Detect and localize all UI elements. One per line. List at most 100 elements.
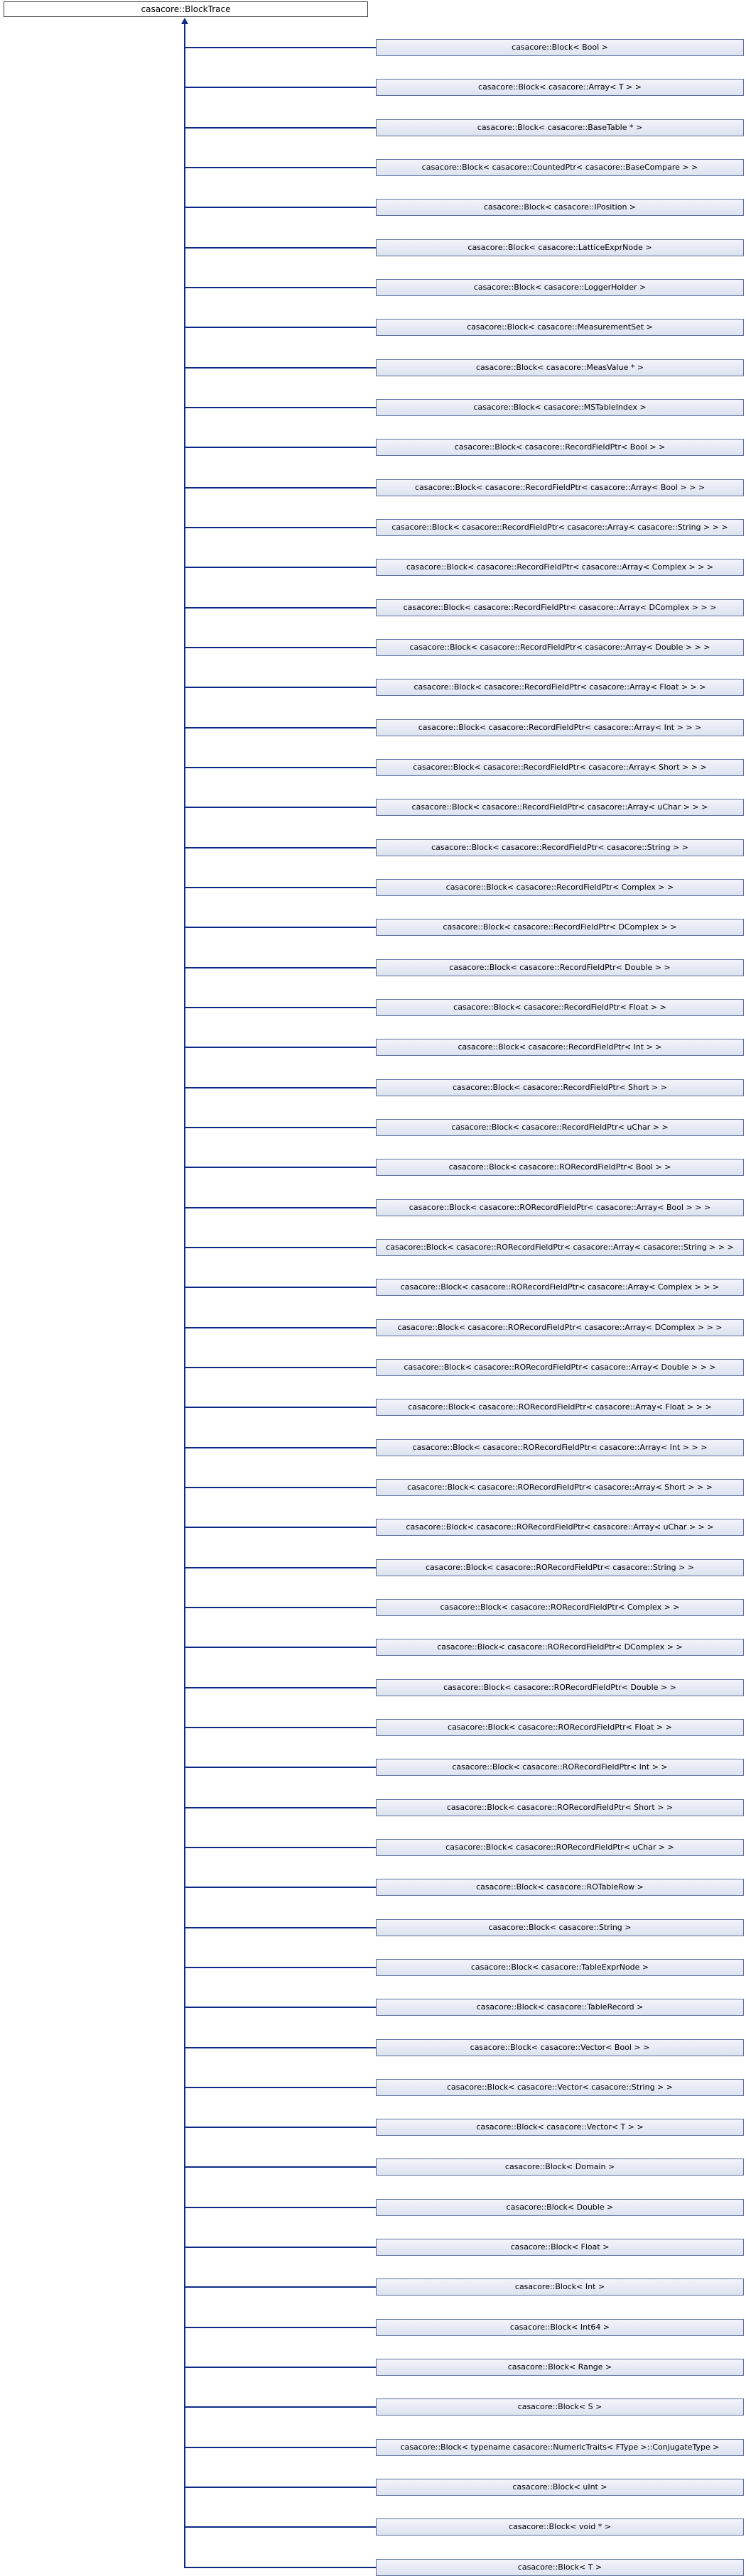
derived-class-node[interactable]: casacore::Block< casacore::RORecordField… <box>376 1239 744 1256</box>
inheritance-branch-line <box>184 2127 376 2128</box>
inheritance-branch-line <box>184 687 376 688</box>
derived-class-node[interactable]: casacore::Block< casacore::String > <box>376 1919 744 1936</box>
derived-class-node[interactable]: casacore::Block< casacore::IPosition > <box>376 199 744 216</box>
inheritance-branch-line <box>184 967 376 968</box>
derived-class-node[interactable]: casacore::Block< casacore::LoggerHolder … <box>376 279 744 296</box>
derived-class-node[interactable]: casacore::Block< casacore::RORecordField… <box>376 1759 744 1776</box>
derived-class-node[interactable]: casacore::Block< casacore::RORecordField… <box>376 1359 744 1376</box>
derived-class-node[interactable]: casacore::Block< casacore::RecordFieldPt… <box>376 719 744 736</box>
derived-class-node[interactable]: casacore::Block< casacore::RecordFieldPt… <box>376 519 744 536</box>
inheritance-branch-line <box>184 1687 376 1688</box>
inheritance-branch-line <box>184 1927 376 1928</box>
derived-class-node[interactable]: casacore::Block< casacore::RORecordField… <box>376 1679 744 1696</box>
derived-class-node[interactable]: casacore::Block< casacore::TableExprNode… <box>376 1959 744 1976</box>
derived-class-node[interactable]: casacore::Block< casacore::RecordFieldPt… <box>376 1039 744 1056</box>
derived-class-node[interactable]: casacore::Block< casacore::RecordFieldPt… <box>376 919 744 936</box>
derived-class-node[interactable]: casacore::Block< casacore::RecordFieldPt… <box>376 1079 744 1096</box>
inheritance-branch-line <box>184 1847 376 1848</box>
derived-class-node[interactable]: casacore::Block< casacore::RecordFieldPt… <box>376 999 744 1016</box>
inheritance-branch-line <box>184 1207 376 1208</box>
inheritance-branch-line <box>184 2367 376 2368</box>
derived-class-node[interactable]: casacore::Block< Domain > <box>376 2159 744 2176</box>
derived-class-node[interactable]: casacore::Block< void * > <box>376 2518 744 2536</box>
inheritance-branch-line <box>184 1767 376 1768</box>
inheritance-branch-line <box>184 1967 376 1968</box>
derived-class-node[interactable]: casacore::Block< casacore::RecordFieldPt… <box>376 439 744 456</box>
derived-class-node[interactable]: casacore::Block< casacore::MeasurementSe… <box>376 319 744 336</box>
derived-class-node[interactable]: casacore::Block< Float > <box>376 2239 744 2256</box>
derived-class-node[interactable]: casacore::Block< casacore::RecordFieldPt… <box>376 679 744 696</box>
inheritance-branch-line <box>184 1407 376 1408</box>
derived-class-node[interactable]: casacore::Block< Double > <box>376 2199 744 2216</box>
derived-class-node[interactable]: casacore::Block< casacore::TableRecord > <box>376 1999 744 2016</box>
derived-class-node[interactable]: casacore::Block< casacore::Vector< T > > <box>376 2119 744 2136</box>
derived-class-node[interactable]: casacore::Block< casacore::Vector< casac… <box>376 2079 744 2096</box>
derived-class-node[interactable]: casacore::Block< casacore::RORecordField… <box>376 1199 744 1216</box>
derived-class-node[interactable]: casacore::Block< casacore::RORecordField… <box>376 1599 744 1616</box>
inheritance-branch-line <box>184 167 376 168</box>
derived-class-node[interactable]: casacore::Block< Bool > <box>376 39 744 56</box>
derived-class-node[interactable]: casacore::Block< Range > <box>376 2359 744 2376</box>
inheritance-branch-line <box>184 1607 376 1608</box>
derived-class-node[interactable]: casacore::Block< casacore::RORecordField… <box>376 1319 744 1336</box>
inheritance-branch-line <box>184 2487 376 2488</box>
inheritance-branch-line <box>184 2047 376 2048</box>
derived-class-node[interactable]: casacore::Block< Int64 > <box>376 2319 744 2336</box>
inheritance-branch-line <box>184 607 376 608</box>
derived-class-node[interactable]: casacore::Block< casacore::RecordFieldPt… <box>376 599 744 616</box>
derived-class-node[interactable]: casacore::Block< Int > <box>376 2278 744 2296</box>
derived-class-node[interactable]: casacore::Block< casacore::RecordFieldPt… <box>376 479 744 496</box>
derived-class-node[interactable]: casacore::Block< casacore::Array< T > > <box>376 79 744 96</box>
inheritance-branch-line <box>184 2526 376 2528</box>
inheritance-branch-line <box>184 1127 376 1128</box>
derived-class-node[interactable]: casacore::Block< casacore::ROTableRow > <box>376 1879 744 1896</box>
derived-class-node[interactable]: casacore::Block< casacore::RecordFieldPt… <box>376 879 744 896</box>
derived-class-node[interactable]: casacore::Block< casacore::LatticeExprNo… <box>376 239 744 256</box>
inheritance-branch-line <box>184 1727 376 1728</box>
inheritance-branch-line <box>184 2567 376 2568</box>
derived-class-node[interactable]: casacore::Block< casacore::RecordFieldPt… <box>376 1119 744 1136</box>
derived-class-node[interactable]: casacore::Block< casacore::RORecordField… <box>376 1719 744 1736</box>
inheritance-branch-line <box>184 767 376 768</box>
derived-class-node[interactable]: casacore::Block< casacore::RecordFieldPt… <box>376 639 744 656</box>
derived-class-node[interactable]: casacore::Block< casacore::BaseTable * > <box>376 119 744 136</box>
inheritance-branch-line <box>184 1367 376 1368</box>
derived-class-node[interactable]: casacore::Block< casacore::Vector< Bool … <box>376 2039 744 2056</box>
base-class-node[interactable]: casacore::BlockTrace <box>4 1 368 17</box>
inheritance-branch-line <box>184 407 376 408</box>
inheritance-branch-line <box>184 2166 376 2168</box>
derived-class-node[interactable]: casacore::Block< casacore::RORecordField… <box>376 1279 744 1296</box>
derived-class-node[interactable]: casacore::Block< S > <box>376 2398 744 2416</box>
derived-class-node[interactable]: casacore::Block< casacore::RORecordField… <box>376 1639 744 1656</box>
derived-class-node[interactable]: casacore::Block< casacore::RORecordField… <box>376 1159 744 1176</box>
derived-class-node[interactable]: casacore::Block< typename casacore::Nume… <box>376 2439 744 2456</box>
derived-class-node[interactable]: casacore::Block< casacore::RecordFieldPt… <box>376 839 744 856</box>
inheritance-branch-line <box>184 1087 376 1088</box>
derived-class-node[interactable]: casacore::Block< casacore::RORecordField… <box>376 1399 744 1416</box>
derived-class-node[interactable]: casacore::Block< casacore::RecordFieldPt… <box>376 799 744 816</box>
derived-class-node[interactable]: casacore::Block< casacore::RORecordField… <box>376 1559 744 1576</box>
derived-class-node[interactable]: casacore::Block< casacore::RecordFieldPt… <box>376 759 744 776</box>
derived-class-node[interactable]: casacore::Block< casacore::RORecordField… <box>376 1479 744 1496</box>
inheritance-branch-line <box>184 127 376 129</box>
inheritance-branch-line <box>184 927 376 928</box>
inheritance-branch-line <box>184 287 376 288</box>
derived-class-node[interactable]: casacore::Block< uInt > <box>376 2479 744 2496</box>
derived-class-node[interactable]: casacore::Block< casacore::MSTableIndex … <box>376 399 744 416</box>
inheritance-branch-line <box>184 1327 376 1328</box>
derived-class-node[interactable]: casacore::Block< casacore::RecordFieldPt… <box>376 559 744 576</box>
derived-class-node[interactable]: casacore::Block< casacore::RORecordField… <box>376 1439 744 1456</box>
derived-class-node[interactable]: casacore::Block< casacore::RORecordField… <box>376 1519 744 1536</box>
inheritance-branch-line <box>184 487 376 489</box>
inheritance-branch-line <box>184 1567 376 1568</box>
derived-class-node[interactable]: casacore::Block< casacore::CountedPtr< c… <box>376 159 744 176</box>
derived-class-node[interactable]: casacore::Block< casacore::RORecordField… <box>376 1839 744 1856</box>
inheritance-branch-line <box>184 2327 376 2328</box>
inheritance-branch-line <box>184 847 376 848</box>
derived-class-node[interactable]: casacore::Block< casacore::RORecordField… <box>376 1799 744 1816</box>
inheritance-branch-line <box>184 2087 376 2088</box>
derived-class-node[interactable]: casacore::Block< casacore::RecordFieldPt… <box>376 959 744 976</box>
derived-class-node[interactable]: casacore::Block< casacore::MeasValue * > <box>376 359 744 376</box>
inheritance-branch-line <box>184 2207 376 2208</box>
inheritance-branch-line <box>184 647 376 648</box>
